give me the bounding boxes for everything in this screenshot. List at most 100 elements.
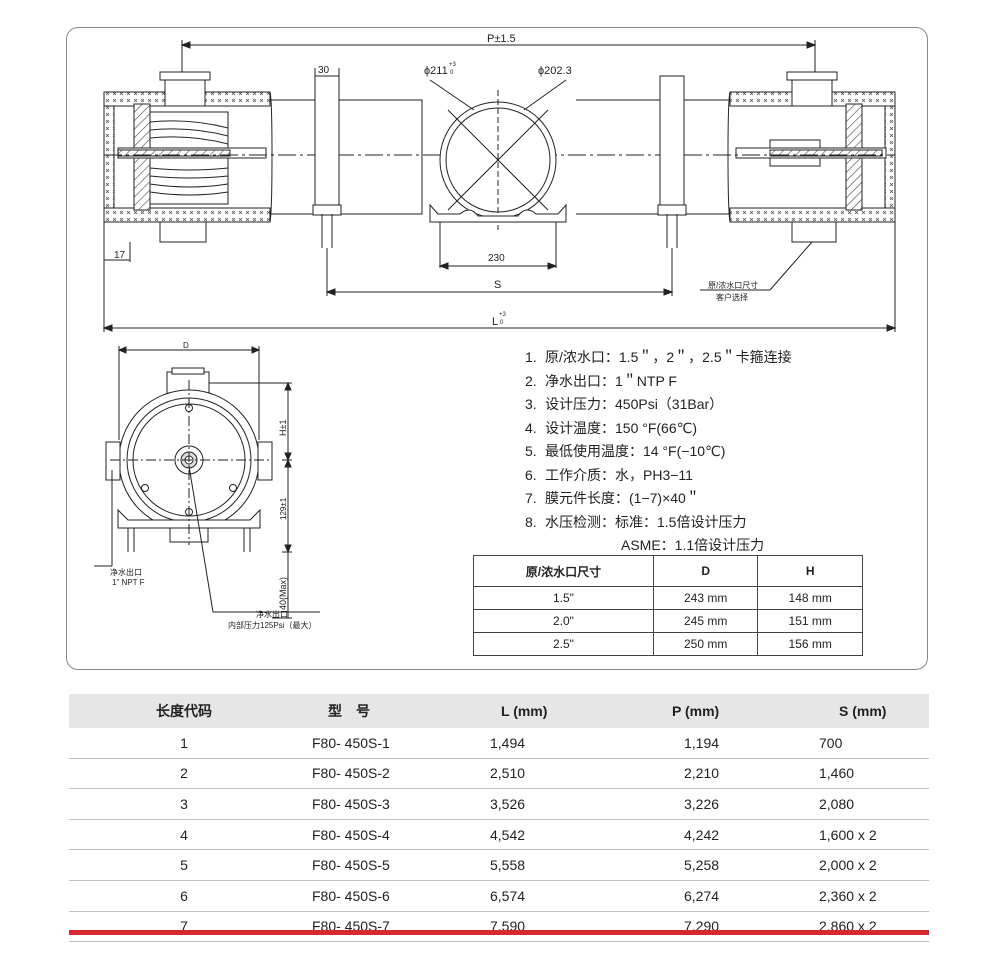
dim-30-label: 30 bbox=[318, 65, 330, 76]
table-cell: 1 bbox=[69, 728, 298, 759]
table-row: 6 F80- 450S-6 6,574 6,274 2,360 x 2 bbox=[69, 880, 929, 912]
dim-17-label: 17 bbox=[114, 250, 126, 261]
table-cell: 4 bbox=[69, 819, 298, 851]
header-p: P (mm) bbox=[662, 694, 813, 728]
table-cell: 1,194 bbox=[662, 728, 813, 759]
table-cell: 6,274 bbox=[662, 880, 813, 912]
table-cell: 2,360 x 2 bbox=[813, 880, 929, 912]
table-row: 2.5" 250 mm 156 mm bbox=[473, 632, 863, 656]
dim-40max-label: 40(Max) bbox=[278, 577, 288, 610]
table-row: 2 F80- 450S-2 2,510 2,210 1,460 bbox=[69, 758, 929, 790]
dim-phi2023-label: ϕ202.3 bbox=[538, 65, 572, 77]
header-l: L (mm) bbox=[489, 694, 662, 728]
end-view bbox=[94, 346, 320, 619]
dim-l-tol-upper: +3 bbox=[499, 312, 507, 318]
callout-outlet2-pressure: 内部压力125Psi（最大） bbox=[228, 620, 316, 630]
table-cell: 7,590 bbox=[489, 911, 662, 943]
table-cell: 5 bbox=[69, 849, 298, 881]
table-cell: 2.0" bbox=[473, 609, 654, 633]
table-cell: F80- 450S-3 bbox=[298, 788, 489, 820]
table-cell: F80- 450S-5 bbox=[298, 849, 489, 881]
dim-h-label: H±1 bbox=[278, 420, 288, 436]
spec-item: 6.工作介质：水，PH3−11 bbox=[525, 466, 693, 483]
table-row: 5 F80- 450S-5 5,558 5,258 2,000 x 2 bbox=[69, 849, 929, 881]
table-cell: 5,558 bbox=[489, 849, 662, 881]
table-row: 2.0" 245 mm 151 mm bbox=[473, 609, 863, 633]
table-row: 1 F80- 450S-1 1,494 1,194 700 bbox=[69, 728, 929, 759]
dim-phi211-label: ϕ211 bbox=[424, 65, 448, 77]
dim-l-tol-lower: 0 bbox=[500, 320, 504, 326]
table-row: 7 F80- 450S-7 7,590 7,290 2,860 x 2 bbox=[69, 911, 929, 943]
table-row: 1.5" 243 mm 148 mm bbox=[473, 586, 863, 610]
spec-item: 4.设计温度：150 °F(66℃) bbox=[525, 419, 698, 436]
table-cell: 6,574 bbox=[489, 880, 662, 912]
table-cell: 148 mm bbox=[757, 586, 863, 610]
table-cell: 5,258 bbox=[662, 849, 813, 881]
table-cell: F80- 450S-2 bbox=[298, 758, 489, 790]
table-cell: 1,494 bbox=[489, 728, 662, 759]
model-table: 长度代码 型 号 L (mm) P (mm) S (mm) 1 F80- 450… bbox=[69, 694, 929, 943]
table-cell: 2,510 bbox=[489, 758, 662, 790]
header-port-size: 原/浓水口尺寸 bbox=[473, 555, 654, 587]
accent-bar bbox=[69, 930, 929, 935]
header-h: H bbox=[757, 555, 863, 587]
table-cell: 2,000 x 2 bbox=[813, 849, 929, 881]
spec-item: 7.膜元件长度：(1−7)×40＂ bbox=[525, 490, 700, 506]
table-cell: F80- 450S-7 bbox=[298, 911, 489, 943]
callout-outlet-label: 净水出口 bbox=[110, 567, 142, 577]
table-header-row: 原/浓水口尺寸 D H bbox=[473, 555, 863, 587]
header-d: D bbox=[652, 555, 759, 587]
dim-phi211-tol-upper: +3 bbox=[449, 62, 457, 68]
header-length-code: 长度代码 bbox=[69, 694, 298, 728]
table-cell: 6 bbox=[69, 880, 298, 912]
table-cell: 156 mm bbox=[757, 632, 863, 656]
side-view bbox=[102, 40, 897, 332]
dim-230-label: 230 bbox=[488, 253, 505, 264]
callout-port-size: 原/浓水口尺寸 bbox=[708, 280, 758, 290]
table-cell: 245 mm bbox=[652, 609, 759, 633]
table-cell: 151 mm bbox=[757, 609, 863, 633]
port-size-table: 原/浓水口尺寸 D H 1.5" 243 mm 148 mm 2.0" 245 … bbox=[473, 555, 863, 656]
technical-drawing: P±1.5 30 ϕ211 +3 0 ϕ202.3 17 230 S L +3 … bbox=[94, 33, 897, 630]
dim-p-label: P±1.5 bbox=[487, 33, 516, 45]
table-cell: 3,226 bbox=[662, 788, 813, 820]
table-row: 3 F80- 450S-3 3,526 3,226 2,080 bbox=[69, 788, 929, 820]
table-cell: 4,242 bbox=[662, 819, 813, 851]
dim-129-label: 129±1 bbox=[279, 497, 288, 520]
table-cell: F80- 450S-1 bbox=[298, 728, 489, 759]
table-cell: 1,460 bbox=[813, 758, 929, 790]
spec-item: 2.净水出口：1＂NTP F bbox=[525, 372, 677, 389]
table-cell: 243 mm bbox=[652, 586, 759, 610]
table-cell: F80- 450S-4 bbox=[298, 819, 489, 851]
table-cell: 2,860 x 2 bbox=[813, 911, 929, 943]
table-cell: 3 bbox=[69, 788, 298, 820]
header-s: S (mm) bbox=[813, 694, 929, 728]
table-cell: 2,080 bbox=[813, 788, 929, 820]
spec-list: 1.原/浓水口：1.5＂，2＂，2.5＂卡箍连接 2.净水出口：1＂NTP F … bbox=[525, 346, 915, 558]
callout-customer-choice: 客户选择 bbox=[716, 292, 748, 302]
table-cell: 2 bbox=[69, 758, 298, 790]
callout-outlet2-label: 净水出口 bbox=[256, 609, 288, 619]
spec-item: 1.原/浓水口：1.5＂，2＂，2.5＂卡箍连接 bbox=[525, 349, 792, 365]
dim-s-label: S bbox=[494, 279, 501, 291]
spec-item: 3.设计压力：450Psi（31Bar） bbox=[525, 396, 724, 412]
spec-item: 8.水压检测：标准：1.5倍设计压力 bbox=[525, 513, 747, 530]
dim-l-label: L bbox=[492, 316, 498, 328]
table-cell: 7,290 bbox=[662, 911, 813, 943]
dim-phi211-tol-lower: 0 bbox=[450, 70, 454, 76]
table-cell: 1.5" bbox=[473, 586, 654, 610]
table-cell: 1,600 x 2 bbox=[813, 819, 929, 851]
table-cell: F80- 450S-6 bbox=[298, 880, 489, 912]
table-cell: 7 bbox=[69, 911, 298, 943]
table-cell: 2,210 bbox=[662, 758, 813, 790]
table-cell: 250 mm bbox=[652, 632, 759, 656]
table-header-row: 长度代码 型 号 L (mm) P (mm) S (mm) bbox=[69, 694, 929, 728]
spec-item: ASME：1.1倍设计压力 bbox=[621, 537, 765, 553]
dim-d-label: D bbox=[183, 341, 189, 350]
table-row: 4 F80- 450S-4 4,542 4,242 1,600 x 2 bbox=[69, 819, 929, 851]
spec-item: 5.最低使用温度：14 °F(−10℃) bbox=[525, 443, 726, 459]
table-cell: 700 bbox=[813, 728, 929, 759]
header-model: 型 号 bbox=[298, 694, 489, 728]
table-cell: 3,526 bbox=[489, 788, 662, 820]
table-cell: 2.5" bbox=[473, 632, 654, 656]
